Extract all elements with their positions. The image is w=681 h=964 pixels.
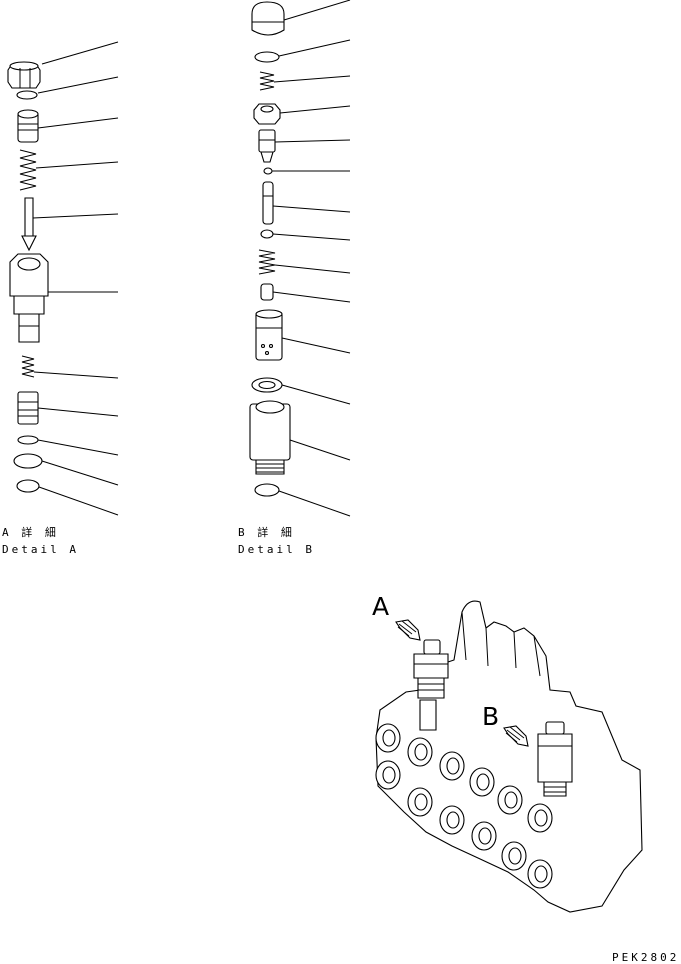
part-b5-adjuster <box>259 130 275 162</box>
part-b11-sleeve <box>256 310 282 360</box>
valve-ports <box>376 724 552 888</box>
detail-b-assembly <box>250 0 350 516</box>
part-a2-o-ring <box>17 91 37 99</box>
detail-a-leader-lines <box>33 42 118 515</box>
part-a3-plug <box>18 110 38 142</box>
part-b1-cap <box>252 2 284 35</box>
part-a4-spring <box>20 150 36 190</box>
part-a1-hex-cap-nut <box>8 62 40 88</box>
callout-b-label: B <box>482 702 500 731</box>
detail-a-title-jp: A 詳 細 <box>2 526 59 539</box>
part-b4-hex-nut <box>254 104 280 124</box>
arrow-a-icon <box>396 620 420 640</box>
part-b6-small-ring <box>264 168 272 174</box>
part-b13-housing <box>250 401 290 474</box>
control-valve-assembly <box>376 601 642 912</box>
part-a9-ring <box>18 436 38 444</box>
part-b7-pin <box>263 182 273 224</box>
detail-a-title-en: Detail A <box>2 543 79 556</box>
part-b10-poppet <box>261 284 273 300</box>
part-a10-seal <box>14 454 42 468</box>
part-a6-valve-body <box>10 254 48 342</box>
arrow-b-icon <box>504 726 528 746</box>
part-a7-small-spring <box>22 356 34 377</box>
detail-b-leader-lines <box>272 0 350 516</box>
part-a5-poppet-needle <box>22 198 36 250</box>
detail-a-assembly <box>8 42 118 515</box>
part-b2-o-ring <box>255 52 279 62</box>
callout-a-label: A <box>372 592 390 621</box>
valve-a-relief-cartridge <box>414 640 448 730</box>
part-b14-seal <box>255 484 279 496</box>
drawing-code: PEK2802 <box>612 951 680 964</box>
valve-b-relief-cartridge <box>538 722 572 796</box>
part-a8-piston <box>18 392 38 424</box>
part-b9-spring <box>259 250 275 274</box>
part-b8-washer <box>261 230 273 238</box>
part-b3-spring <box>260 72 274 90</box>
part-a11-seal <box>17 480 39 492</box>
part-b12-seal-ring <box>252 378 282 392</box>
detail-b-title-jp: B 詳 細 <box>238 526 295 539</box>
detail-b-title-en: Detail B <box>238 543 315 556</box>
